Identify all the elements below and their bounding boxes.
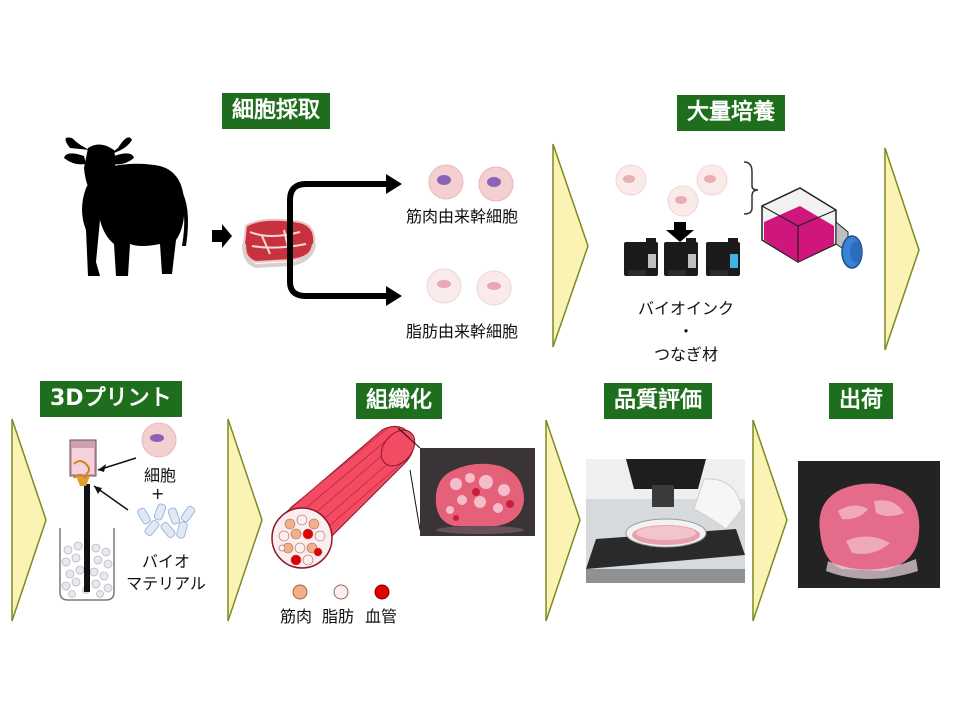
final-meat-photo bbox=[798, 461, 940, 588]
stage-title-mass-culture: 大量培養 bbox=[677, 95, 786, 131]
cells-label: 細胞 bbox=[144, 466, 177, 485]
plus-label: + bbox=[151, 484, 165, 503]
material-label: マテリアル bbox=[126, 574, 206, 593]
dot-separator: ・ bbox=[677, 322, 694, 341]
stage-title-quality: 品質評価 bbox=[604, 383, 713, 419]
stage-title-shipping: 出荷 bbox=[829, 383, 894, 419]
tissue-photo bbox=[420, 448, 535, 536]
legend-muscle: 筋肉 bbox=[280, 607, 313, 626]
stage-title-3d-print: 3Dプリント bbox=[40, 381, 182, 417]
legend-vessel: 血管 bbox=[365, 607, 398, 626]
fat-stem-cells-label: 脂肪由来幹細胞 bbox=[406, 322, 519, 341]
bio-label: バイオ bbox=[141, 552, 190, 571]
legend-fat: 脂肪 bbox=[322, 607, 355, 626]
stage-title-tissue: 組織化 bbox=[356, 383, 443, 419]
muscle-stem-cells-label: 筋肉由来幹細胞 bbox=[406, 207, 519, 226]
bio-ink-label: バイオインク bbox=[637, 299, 734, 318]
microscope-photo bbox=[586, 459, 745, 583]
binder-label: つなぎ材 bbox=[653, 345, 718, 364]
stage-title-cell-harvest: 細胞採取 bbox=[222, 93, 331, 129]
